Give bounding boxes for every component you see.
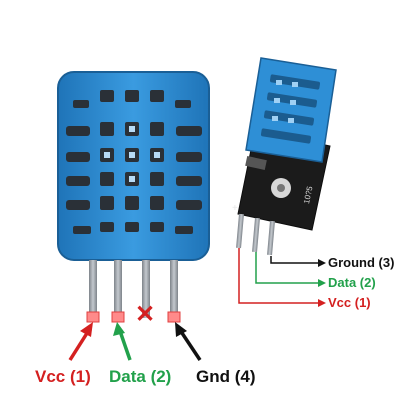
- gnd-arrow: [175, 322, 202, 361]
- module-vcc-label: Vcc (1): [328, 295, 371, 310]
- sensor-vcc-label: Vcc (1): [35, 367, 91, 386]
- sensor-data-label: Data (2): [109, 367, 172, 386]
- sensor-vents: [66, 90, 202, 234]
- pcb-plus-mark: +: [232, 203, 238, 214]
- module-data-label: Data (2): [328, 275, 376, 290]
- vcc-arrow: [68, 322, 93, 361]
- module-sensor: [245, 57, 337, 163]
- module-ground-line: [270, 256, 326, 267]
- sensor-gnd-label: Gnd (4): [196, 367, 256, 386]
- module-pins: [236, 213, 275, 256]
- data-arrow: [113, 322, 132, 361]
- module-vcc-line: [238, 248, 326, 307]
- sensor-body: [57, 71, 210, 261]
- module-data-line: [255, 252, 326, 287]
- sensor-pins: [86, 260, 181, 323]
- module-ground-label: Ground (3): [328, 255, 395, 270]
- nc-pin-cross-icon: ✕: [135, 301, 156, 328]
